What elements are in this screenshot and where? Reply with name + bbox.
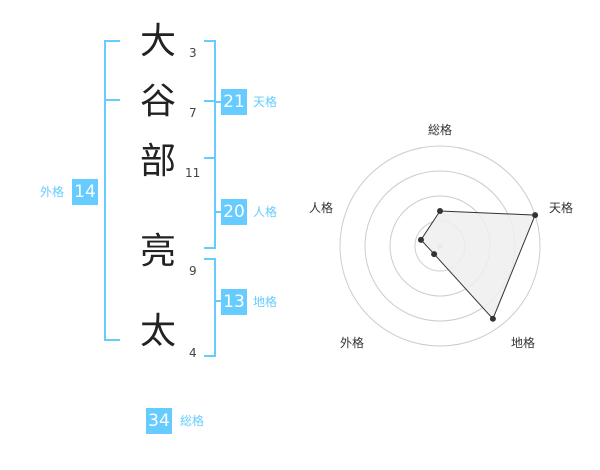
jinkaku-bracket-vertical — [214, 100, 216, 249]
stroke-count-4: 9 — [189, 264, 197, 278]
gaikaku-bracket-bottom — [104, 339, 120, 341]
radar-grid-ring — [414, 220, 466, 272]
radar-point-3 — [431, 251, 438, 258]
chikaku-value: 13 — [221, 289, 247, 315]
radar-grid-ring — [364, 170, 516, 322]
tenkaku-connector — [214, 101, 222, 103]
radar-point-0 — [437, 208, 443, 214]
radar-axis-label-soukaku: 総格 — [428, 123, 453, 137]
jinkaku-label: 人格 — [253, 205, 278, 219]
radar-axis-label-gaikaku: 外格 — [340, 336, 365, 350]
name-character-2: 谷 — [139, 81, 176, 122]
tenkaku-label: 天格 — [253, 95, 278, 109]
name-character-1: 大 — [139, 21, 176, 62]
gaikaku-label: 外格 — [40, 185, 65, 199]
radar-center-dot — [437, 243, 443, 249]
tenkaku-bracket-vertical — [214, 40, 216, 159]
jinkaku-bracket-top — [204, 100, 216, 102]
jinkaku-value: 20 — [221, 199, 247, 225]
chikaku-label: 地格 — [253, 295, 278, 309]
gaikaku-bracket-top — [104, 40, 120, 42]
stroke-count-1: 3 — [189, 46, 197, 60]
stroke-count-2: 7 — [189, 106, 197, 120]
jinkaku-bracket-bottom — [204, 247, 216, 249]
soukaku-value: 34 — [146, 408, 172, 434]
name-character-4: 亮 — [139, 231, 176, 272]
tenkaku-value: 21 — [221, 89, 247, 115]
radar-point-2 — [489, 315, 496, 322]
tenkaku-bracket-bottom — [204, 157, 216, 159]
radar-point-4 — [417, 236, 424, 243]
tenkaku-bracket-top — [204, 40, 216, 42]
radar-polygon — [420, 210, 536, 320]
radar-axis-label-tenkaku: 天格 — [549, 201, 574, 215]
stroke-count-3: 11 — [185, 166, 201, 180]
radar-axis-label-chikaku: 地格 — [511, 336, 536, 350]
chikaku-bracket-top — [204, 258, 216, 260]
gaikaku-value: 14 — [72, 179, 98, 205]
chikaku-connector — [214, 300, 222, 302]
chikaku-bracket-vertical — [214, 258, 216, 357]
chikaku-bracket-bottom — [204, 355, 216, 357]
stroke-count-5: 4 — [189, 346, 197, 360]
gaikaku-bracket-vertical — [104, 40, 106, 341]
name-character-3: 部 — [139, 141, 176, 182]
radar-grid-ring — [339, 145, 541, 347]
soukaku-label: 総格 — [180, 414, 205, 428]
jinkaku-connector — [214, 211, 222, 213]
name-character-5: 太 — [139, 311, 176, 352]
gaikaku-bracket-mid — [104, 99, 120, 101]
radar-axis-label-jinkaku: 人格 — [309, 201, 334, 215]
radar-point-1 — [532, 212, 539, 219]
radar-grid-ring — [389, 195, 491, 297]
